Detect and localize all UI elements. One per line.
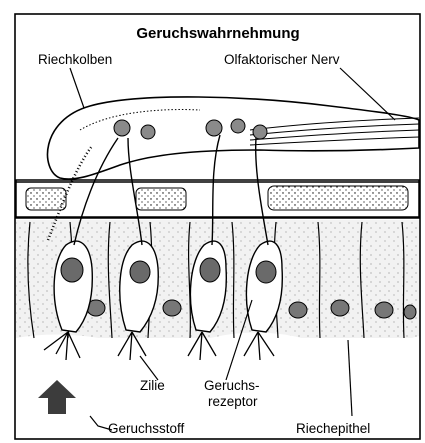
label-geruchsrezeptor-line1: Geruchs- bbox=[204, 378, 260, 393]
label-geruchsrezeptor-line2: rezeptor bbox=[208, 394, 258, 409]
label-geruchsstoff: Geruchsstoff bbox=[108, 421, 185, 436]
label-riechkolben: Riechkolben bbox=[38, 52, 112, 67]
bone-plate bbox=[16, 180, 419, 218]
diagram-title: Geruchswahrnehmung bbox=[136, 25, 299, 42]
label-riechepithel: Riechepithel bbox=[296, 421, 370, 436]
olfactory-bulb bbox=[48, 97, 419, 179]
up-arrow-icon bbox=[38, 380, 76, 414]
label-olfaktorischer-nerv: Olfaktorischer Nerv bbox=[224, 52, 340, 67]
label-zilie: Zilie bbox=[140, 378, 165, 393]
